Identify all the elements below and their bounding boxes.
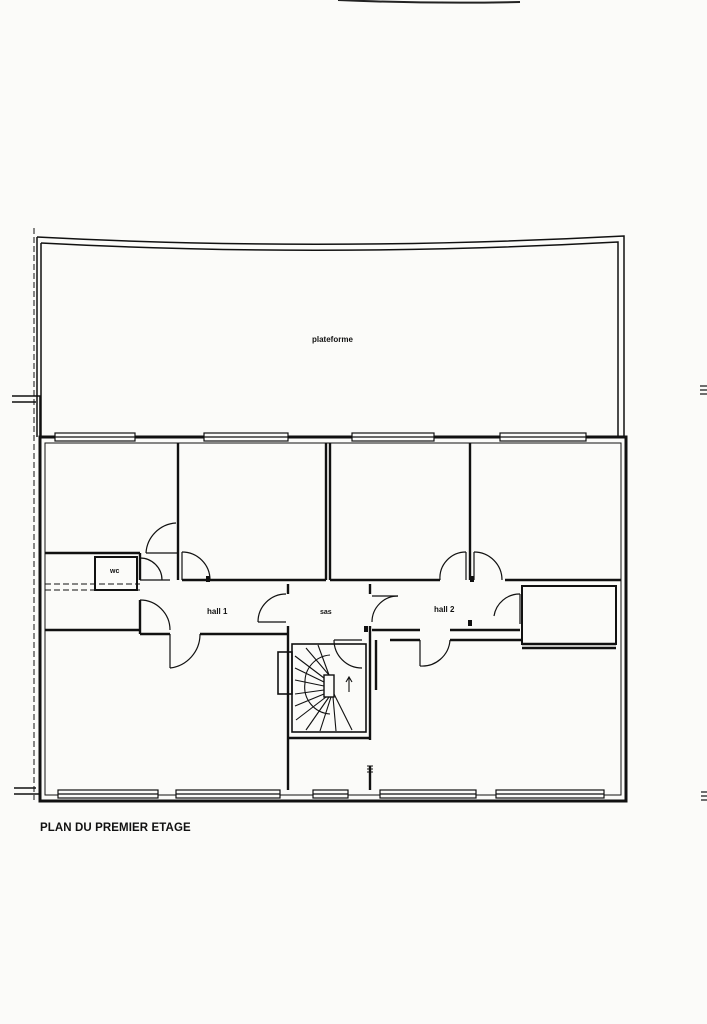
label-wc: wc bbox=[109, 568, 119, 575]
staircase bbox=[277, 643, 367, 733]
interior-walls bbox=[45, 443, 621, 790]
label-plateforme: plateforme bbox=[312, 335, 353, 344]
door-jambs bbox=[206, 576, 474, 632]
windows-top bbox=[54, 432, 587, 442]
corridor-dashed-lines bbox=[45, 583, 140, 591]
wall-hatch bbox=[367, 765, 373, 773]
label-hall-1: hall 1 bbox=[207, 607, 228, 616]
building-outline bbox=[38, 435, 628, 803]
windows-bottom bbox=[57, 789, 605, 799]
platform-area bbox=[36, 235, 625, 437]
doors bbox=[139, 522, 521, 669]
paper-top-edge bbox=[337, 0, 521, 4]
left-adjacent-wall bbox=[12, 395, 41, 795]
label-sas: sas bbox=[320, 609, 332, 616]
plan-title: PLAN DU PREMIER ETAGE bbox=[40, 822, 191, 834]
label-hall-2: hall 2 bbox=[434, 605, 455, 614]
margin-marks bbox=[700, 385, 707, 801]
